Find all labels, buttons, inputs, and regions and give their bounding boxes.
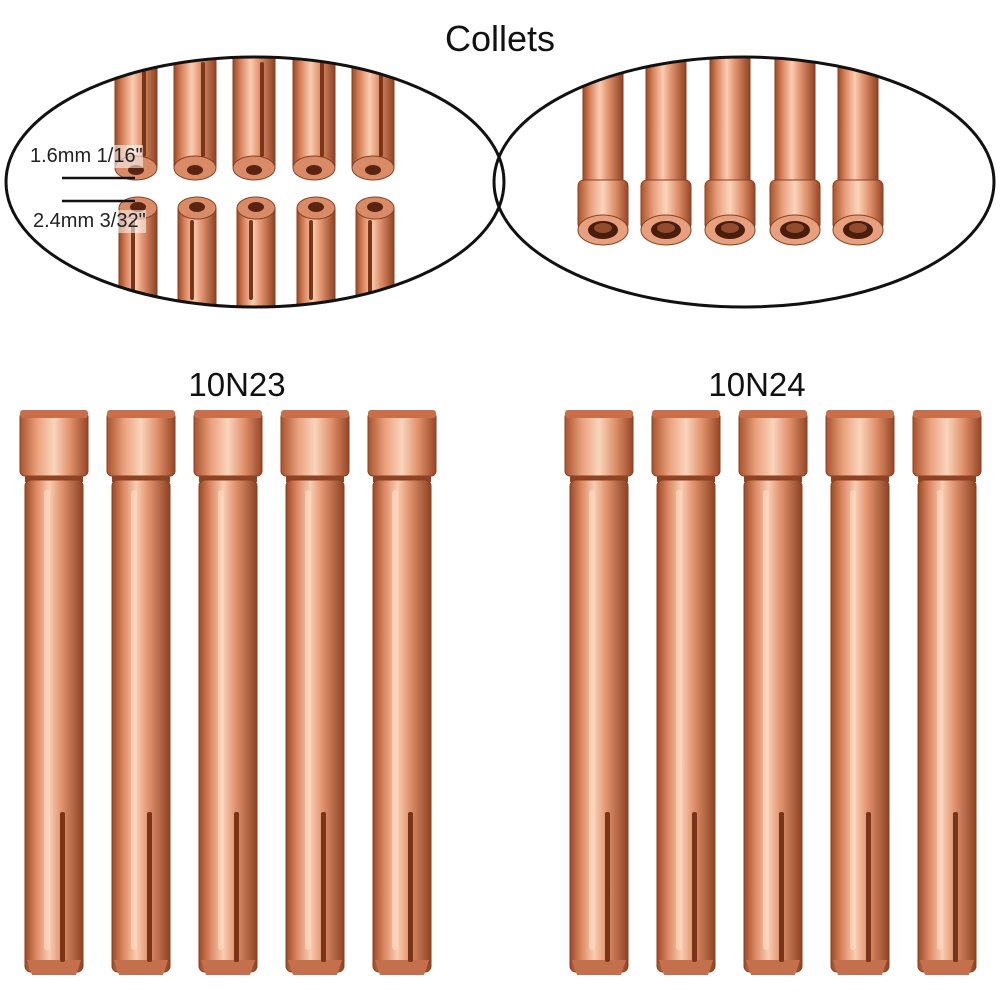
collet	[912, 410, 982, 975]
collet-head-end	[704, 57, 756, 246]
collet	[738, 410, 808, 975]
left-detail-ellipse	[4, 55, 506, 309]
collet-head-end	[832, 57, 884, 246]
collet	[193, 410, 263, 975]
size-label-1-6mm: 1.6mm 1/16"	[30, 145, 143, 168]
collet	[280, 410, 350, 975]
collet-tip-bottom	[236, 196, 276, 307]
collet	[19, 410, 89, 975]
collet	[564, 410, 634, 975]
collet-tip-bottom	[177, 196, 217, 307]
group-label-10n23: 10N23	[188, 366, 286, 403]
right-detail-ellipse	[492, 55, 996, 309]
collet-tip-top	[292, 57, 336, 181]
collet	[367, 410, 437, 975]
group-label-10n24: 10N24	[708, 366, 806, 403]
collet-head-end	[769, 57, 821, 246]
collet-tip-bottom	[355, 196, 395, 307]
collet-tip-top	[173, 57, 217, 181]
collet-tip-top	[232, 57, 276, 181]
collet-head-end	[577, 57, 629, 246]
page-title: Collets	[444, 18, 556, 59]
collet	[651, 410, 721, 975]
collet-tip-bottom	[296, 196, 336, 307]
size-label-2-4mm: 2.4mm 3/32"	[33, 210, 146, 233]
collet	[106, 410, 176, 975]
collet-head-end	[640, 57, 692, 246]
collet-tip-top	[351, 57, 395, 181]
collet	[825, 410, 895, 975]
